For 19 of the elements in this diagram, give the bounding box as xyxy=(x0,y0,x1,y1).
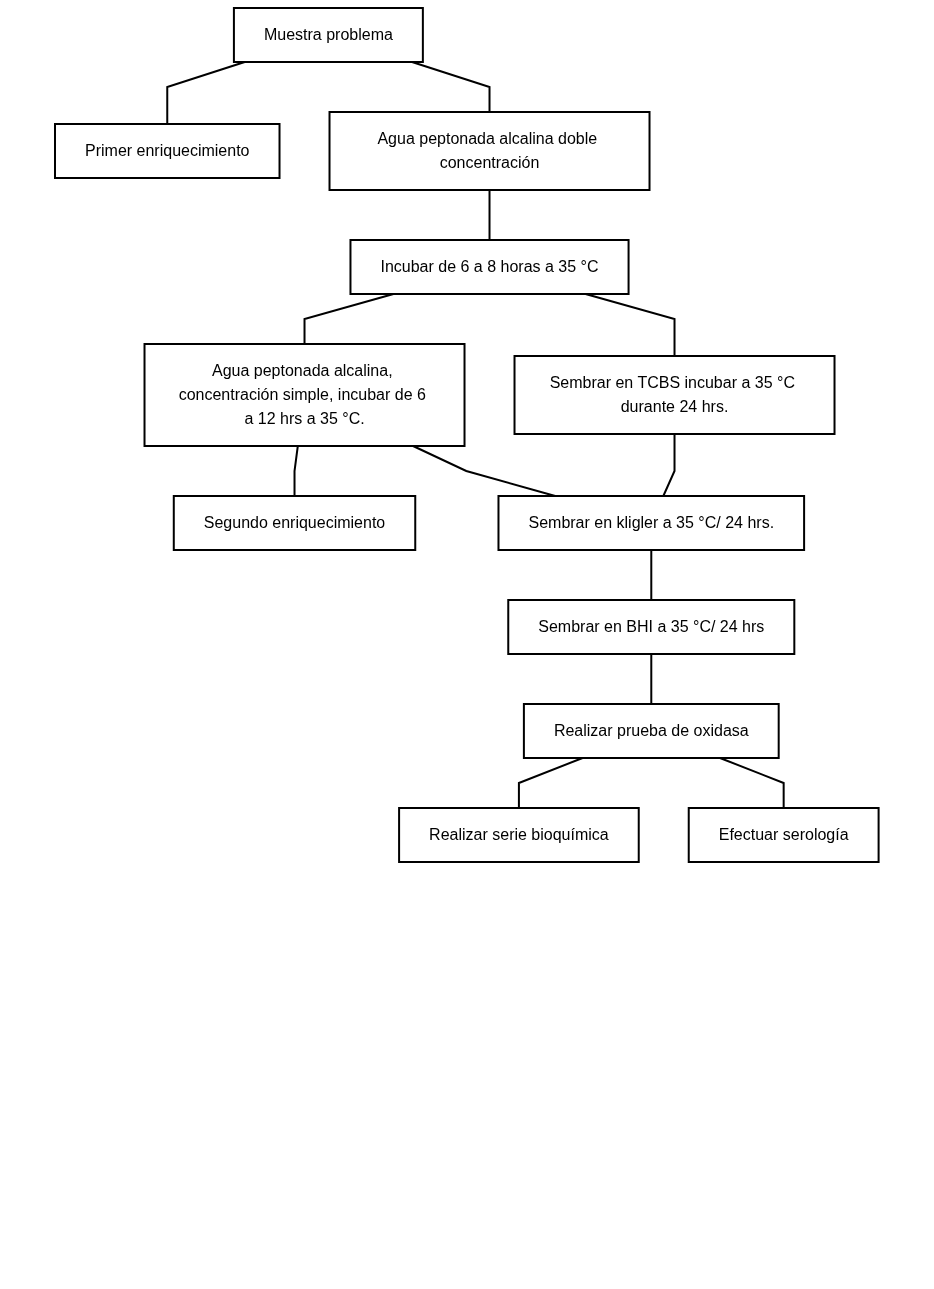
connector xyxy=(650,549,653,601)
node-box: Realizar serie bioquímica xyxy=(398,807,640,863)
node-box: Agua peptonada alcalina, concentración simple, incubar de 6 a 12 hrs a 35 °C. xyxy=(143,343,466,447)
node-box: Efectuar serología xyxy=(687,807,880,863)
node-box: Muestra problema xyxy=(233,7,425,63)
node-box: Primer enriquecimiento xyxy=(54,123,281,179)
node-box: Incubar de 6 a 8 horas a 35 °C xyxy=(349,239,630,295)
node-box: Sembrar en kligler a 35 °C/ 24 hrs. xyxy=(497,495,806,551)
node-box: Realizar prueba de oxidasa xyxy=(523,703,780,759)
connector xyxy=(650,653,653,705)
connector xyxy=(293,445,299,497)
node-box: Sembrar en BHI a 35 °C/ 24 hrs xyxy=(507,599,796,655)
node-box: Sembrar en TCBS incubar a 35 °C durante 24 hrs. xyxy=(513,355,836,435)
node-box: Segundo enriquecimiento xyxy=(173,495,417,551)
connector xyxy=(488,189,491,241)
node-box: Agua peptonada alcalina doble concentración xyxy=(328,111,651,191)
connector xyxy=(662,433,676,497)
connector xyxy=(719,757,785,809)
connector xyxy=(412,445,557,497)
